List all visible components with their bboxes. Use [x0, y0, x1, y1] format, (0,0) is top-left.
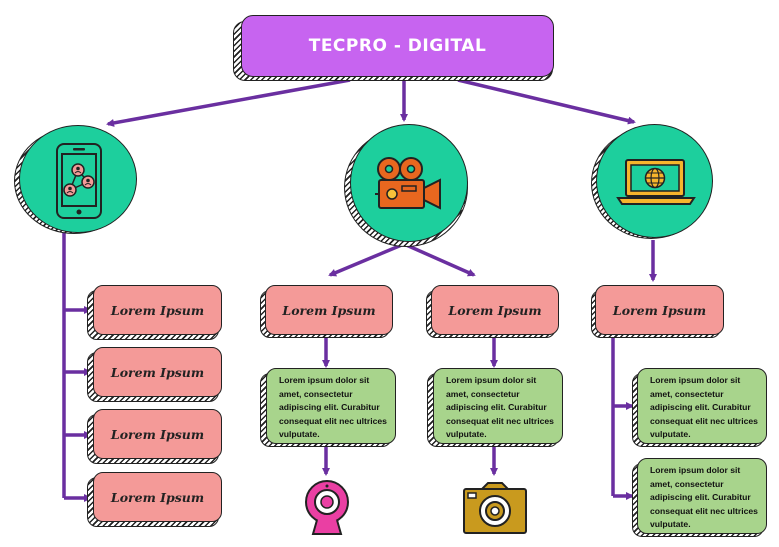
middle-right-text: Lorem ipsum dolor sit amet, consectetur …	[433, 368, 563, 444]
left-label-3: Lorem Ipsum	[93, 409, 222, 459]
right-label: Lorem Ipsum	[595, 285, 724, 335]
right-text-2: Lorem ipsum dolor sit amet, consectetur …	[637, 458, 767, 534]
title-text: TECPRO - DIGITAL	[308, 36, 487, 56]
right-text-1: Lorem ipsum dolor sit amet, consectetur …	[637, 368, 767, 444]
left-label-1: Lorem Ipsum	[93, 285, 222, 335]
laptop-globe-icon	[616, 159, 696, 205]
middle-right-label: Lorem Ipsum	[431, 285, 559, 335]
smartphone-network-icon	[56, 143, 102, 219]
movie-camera-icon	[375, 157, 441, 210]
webcam-icon	[305, 480, 349, 535]
title-box: TECPRO - DIGITAL	[241, 15, 554, 77]
camera-icon	[463, 482, 527, 534]
left-label-4: Lorem Ipsum	[93, 472, 222, 522]
middle-left-label: Lorem Ipsum	[265, 285, 393, 335]
middle-left-text: Lorem ipsum dolor sit amet, consectetur …	[266, 368, 396, 444]
left-label-2: Lorem Ipsum	[93, 347, 222, 397]
